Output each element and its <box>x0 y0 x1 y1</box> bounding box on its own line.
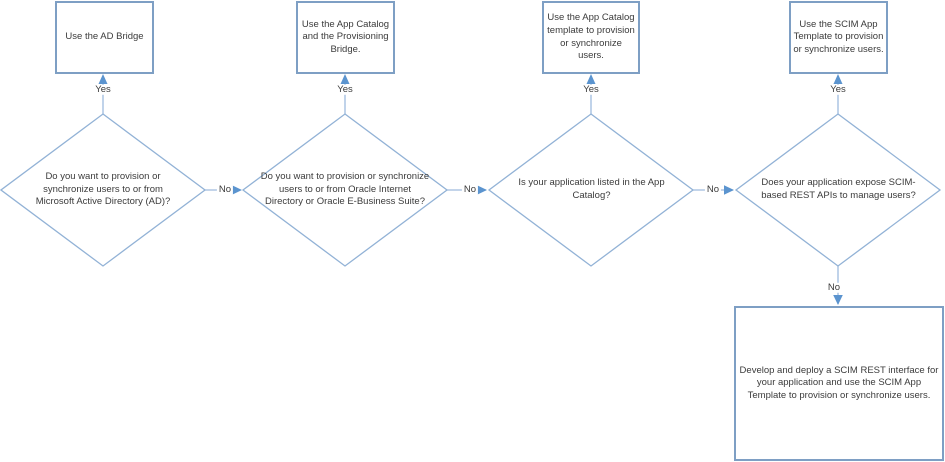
outcome-scim-app-template-text: Use the SCIM App Template to provision o… <box>793 18 884 55</box>
edge-label-yes: Yes <box>581 83 601 96</box>
edge-label-yes: Yes <box>828 83 848 96</box>
outcome-ad-bridge-shape <box>55 1 154 74</box>
arrowhead-right-icon <box>232 185 242 195</box>
decision-app-catalog-shape <box>487 113 695 267</box>
decision-scim-api-text: Does your application expose SCIM-based … <box>761 177 916 201</box>
arrowhead-down-icon <box>833 295 843 305</box>
decision-oracle-directory-shape <box>241 113 449 267</box>
outcome-develop-scim-text: Develop and deploy a SCIM REST interface… <box>739 364 939 401</box>
outcome-provisioning-bridge-text: Use the App Catalog and the Provisioning… <box>301 18 390 55</box>
decision-ad-text: Do you want to provision or synchronize … <box>35 171 171 208</box>
outcome-scim-app-template-shape <box>789 1 888 74</box>
arrowhead-up-icon <box>586 74 596 84</box>
arrowhead-up-icon <box>833 74 843 84</box>
decision-oracle-directory-text: Do you want to provision or synchronize … <box>260 171 430 208</box>
outcome-app-catalog-template-text: Use the App Catalog template to provisio… <box>547 12 635 62</box>
outcome-app-catalog-template-shape <box>542 1 640 74</box>
edge-label-no: No <box>216 183 234 196</box>
edge-label-yes: Yes <box>335 83 355 96</box>
arrowhead-right-icon <box>477 185 487 195</box>
outcome-ad-bridge-text: Use the AD Bridge <box>65 31 144 43</box>
outcome-provisioning-bridge-shape <box>296 1 395 74</box>
arrowhead-right-icon <box>724 185 734 195</box>
edge-label-no: No <box>461 183 479 196</box>
decision-app-catalog-text: Is your application listed in the App Ca… <box>518 177 665 201</box>
outcome-develop-scim-shape <box>734 306 944 461</box>
edge-label-no: No <box>825 281 843 294</box>
arrowhead-up-icon <box>98 74 108 84</box>
decision-scim-api-shape <box>734 113 942 267</box>
decision-ad-shape <box>0 113 207 267</box>
edge-label-yes: Yes <box>93 83 113 96</box>
edge-label-no: No <box>704 183 722 196</box>
arrowhead-up-icon <box>340 74 350 84</box>
